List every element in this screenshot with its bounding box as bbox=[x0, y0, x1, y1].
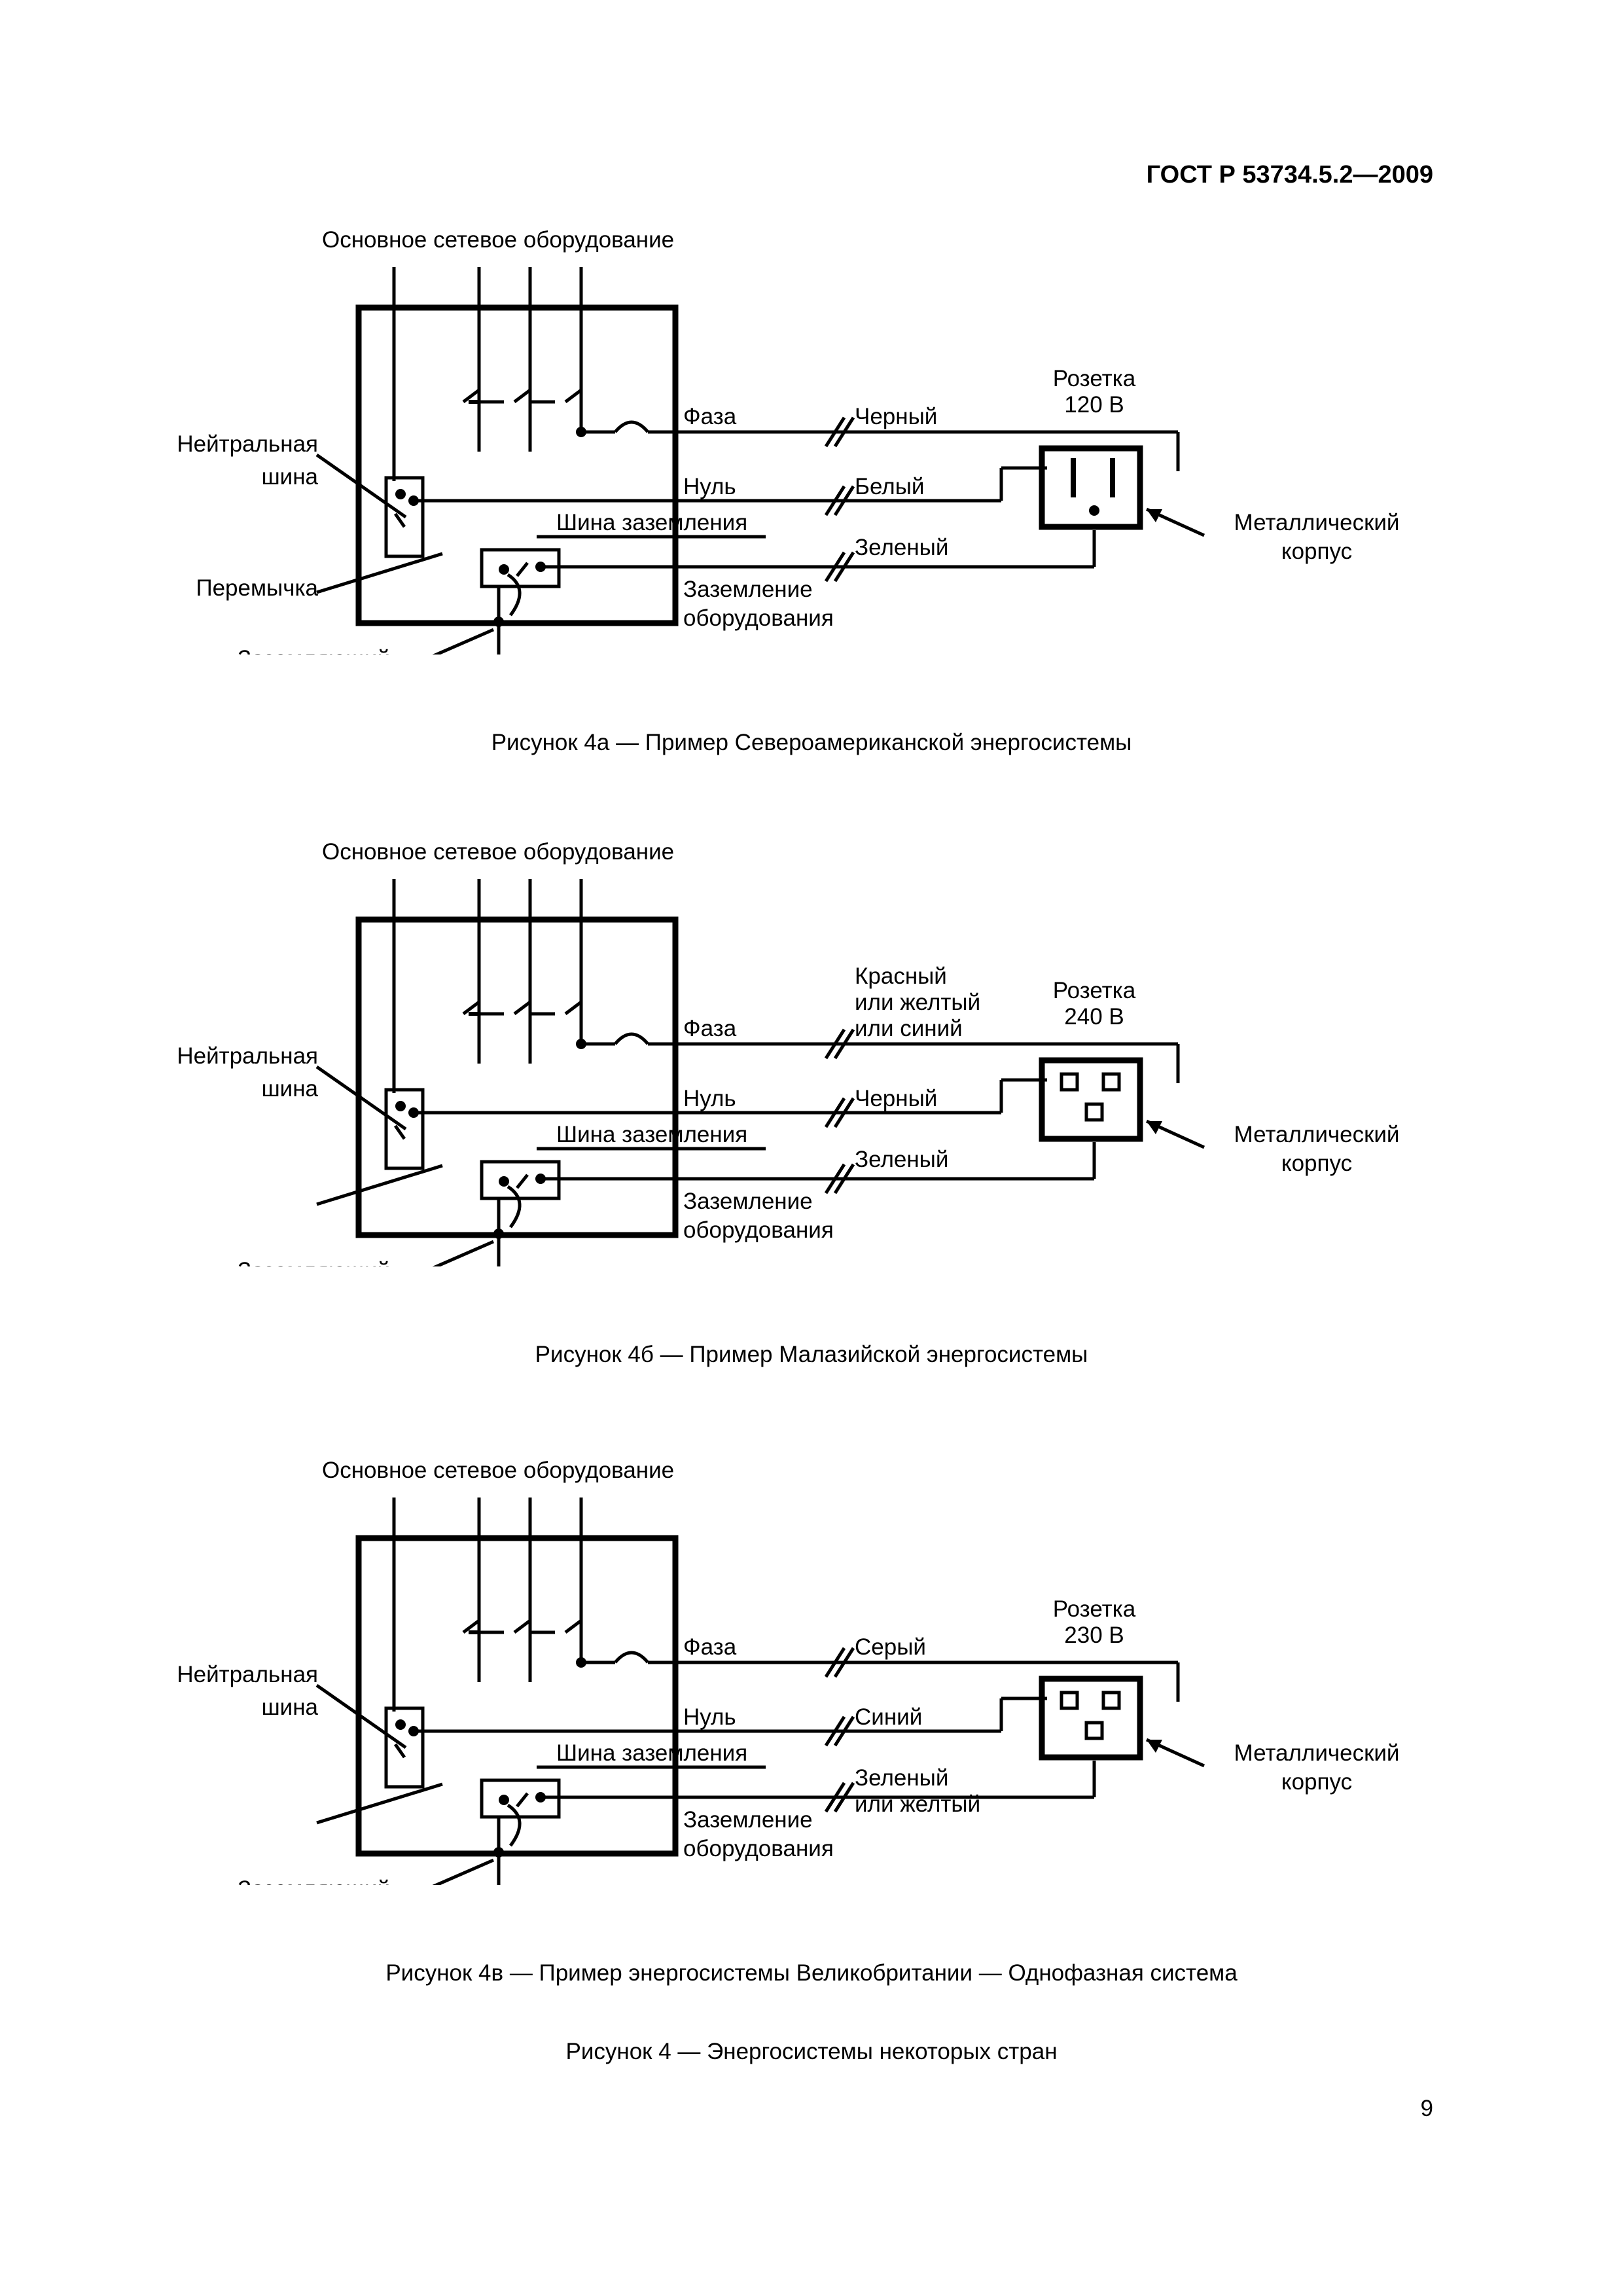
neutral-bus-label-line: Нейтральная bbox=[177, 431, 318, 457]
subfigure-caption: Рисунок 4в — Пример энергосистемы Велико… bbox=[385, 1960, 1238, 1986]
equipment-ground-label-line: оборудования bbox=[683, 605, 834, 631]
neutral-label: Нуль bbox=[683, 1704, 736, 1730]
electrode-label-line: Заземляющий bbox=[238, 646, 390, 655]
equipment-ground-label-line: оборудования bbox=[683, 1836, 834, 1861]
phase-wire-color-line: Серый bbox=[855, 1634, 926, 1660]
socket-label-line: Розетка bbox=[1053, 1596, 1136, 1622]
socket-label-line: Розетка bbox=[1053, 978, 1136, 1003]
main-equipment-box bbox=[355, 1535, 679, 1857]
ground-bus-label: Шина заземления bbox=[556, 510, 747, 535]
socket-label-line: 240 В bbox=[1064, 1004, 1124, 1030]
socket bbox=[1039, 445, 1143, 530]
phase-wire-color-line: или желтый bbox=[855, 990, 980, 1015]
ground-bus-label: Шина заземления bbox=[556, 1122, 747, 1147]
diagram-title: Основное сетевое оборудование bbox=[322, 227, 674, 253]
case-label-line: корпус bbox=[1281, 1151, 1352, 1176]
subfigure-caption: Рисунок 4б — Пример Малазийской энергоси… bbox=[535, 1342, 1088, 1367]
figure-caption: Рисунок 4 — Энергосистемы некоторых стра… bbox=[565, 2039, 1058, 2064]
neutral-wire-color-line: Белый bbox=[855, 474, 924, 499]
diagram-title: Основное сетевое оборудование bbox=[322, 839, 674, 865]
socket-label-line: 230 В bbox=[1064, 1623, 1124, 1648]
neutral-bus-label-line: шина bbox=[262, 1076, 319, 1102]
neutral-wire-color-line: Черный bbox=[855, 1086, 937, 1111]
case-label-line: Металлический bbox=[1234, 1740, 1400, 1766]
phase-label: Фаза bbox=[683, 1634, 737, 1660]
page-number: 9 bbox=[1420, 2096, 1433, 2121]
case-label-line: корпус bbox=[1281, 539, 1352, 564]
electrode-label-line: Заземляющий bbox=[238, 1258, 390, 1266]
neutral-bus-label-line: Нейтральная bbox=[177, 1043, 318, 1069]
ground-bus-label: Шина заземления bbox=[556, 1740, 747, 1766]
socket-label-line: Розетка bbox=[1053, 366, 1136, 391]
ground-wire-color-line: Зеленый bbox=[855, 1765, 948, 1791]
main-equipment-box bbox=[355, 304, 679, 626]
neutral-wire-color-line: Синий bbox=[855, 1704, 922, 1730]
case-label-line: Металлический bbox=[1234, 1122, 1400, 1147]
electrode-label-line: Заземляющий bbox=[238, 1876, 390, 1885]
neutral-bus-label-line: шина bbox=[262, 464, 319, 490]
phase-label: Фаза bbox=[683, 404, 737, 429]
jumper-label: Перемычка bbox=[196, 575, 318, 601]
phase-label: Фаза bbox=[683, 1016, 737, 1041]
phase-wire-color-line: или синий bbox=[855, 1016, 963, 1041]
phase-wire-color-line: Черный bbox=[855, 404, 937, 429]
equipment-ground-label-line: Заземление bbox=[683, 577, 813, 602]
case-label-line: Металлический bbox=[1234, 510, 1400, 535]
neutral-label: Нуль bbox=[683, 1086, 736, 1111]
neutral-bus-label-line: Нейтральная bbox=[177, 1662, 318, 1687]
subfigure-caption: Рисунок 4а — Пример Североамериканской э… bbox=[491, 730, 1132, 755]
socket bbox=[1039, 1057, 1143, 1142]
ground-wire-color-line: или желтый bbox=[855, 1791, 980, 1817]
diagram-title: Основное сетевое оборудование bbox=[322, 1458, 674, 1483]
ground-wire-color-line: Зеленый bbox=[855, 1147, 948, 1172]
neutral-bus-label-line: шина bbox=[262, 1695, 319, 1720]
equipment-ground-label-line: оборудования bbox=[683, 1217, 834, 1243]
phase-wire-color-line: Красный bbox=[855, 963, 947, 989]
case-label-line: корпус bbox=[1281, 1769, 1352, 1795]
equipment-ground-label-line: Заземление bbox=[683, 1189, 813, 1214]
ground-wire-color-line: Зеленый bbox=[855, 535, 948, 560]
neutral-bus bbox=[384, 1088, 425, 1170]
neutral-bus bbox=[384, 1706, 425, 1789]
main-equipment-box bbox=[355, 916, 679, 1238]
socket bbox=[1039, 1676, 1143, 1761]
neutral-label: Нуль bbox=[683, 474, 736, 499]
equipment-ground-label-line: Заземление bbox=[683, 1807, 813, 1833]
socket-label-line: 120 В bbox=[1064, 392, 1124, 418]
standard-header: ГОСТ Р 53734.5.2—2009 bbox=[1146, 161, 1433, 188]
neutral-bus bbox=[384, 476, 425, 558]
